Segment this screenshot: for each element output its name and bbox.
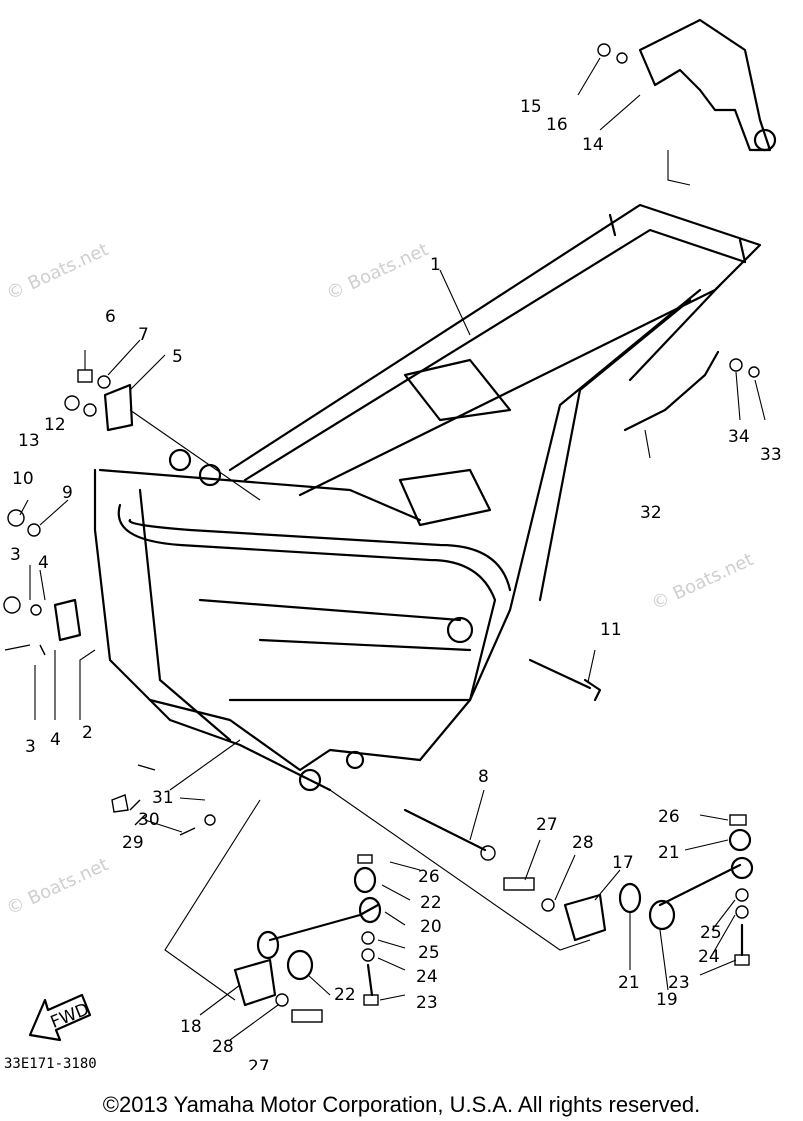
part-label: 12	[44, 415, 66, 435]
part-label: 15	[520, 97, 542, 117]
copyright-notice: ©2013 Yamaha Motor Corporation, U.S.A. A…	[102, 1092, 701, 1117]
leader-lines	[19, 57, 766, 1041]
part-label: 28	[572, 833, 594, 853]
part-label: 3	[25, 737, 36, 757]
part-labels: 1 2 3 3 4 4 5 6 7 8 9 10 11 12 13 14 15 …	[10, 97, 782, 1070]
part-label: 24	[698, 947, 720, 967]
part-label: 13	[18, 431, 40, 451]
part-label: 34	[728, 427, 750, 447]
reference-code: 33E171-3180	[4, 1056, 97, 1070]
part-label: 25	[418, 943, 440, 963]
fwd-arrow: FWD	[28, 993, 92, 1042]
part-label: 22	[420, 893, 442, 913]
part-label: 28	[212, 1037, 234, 1057]
part-label: 16	[546, 115, 568, 135]
part-label: 31	[152, 788, 174, 808]
part-label: 14	[582, 135, 604, 155]
watermark: © Boats.net	[648, 549, 756, 614]
watermark-group: © Boats.net © Boats.net © Boats.net © Bo…	[3, 239, 756, 919]
part-label: 25	[700, 923, 722, 943]
watermark: © Boats.net	[323, 239, 431, 304]
part-label: 17	[612, 853, 634, 873]
hardware	[3, 43, 760, 1023]
part-label: 9	[62, 483, 73, 503]
frame-parts-diagram: © Boats.net © Boats.net © Boats.net © Bo…	[3, 18, 782, 1070]
part-label: 29	[122, 833, 144, 853]
part-label: 3	[10, 545, 21, 565]
part-label: 23	[668, 973, 690, 993]
fwd-label: FWD	[48, 999, 92, 1032]
part-label: 21	[658, 843, 680, 863]
part-label: 21	[618, 973, 640, 993]
part-label: 1	[430, 255, 441, 275]
part-label: 24	[416, 967, 438, 987]
part-label: 2	[82, 723, 93, 743]
main-frame	[93, 203, 762, 792]
part-label: 5	[172, 347, 183, 367]
part-label: 23	[416, 993, 438, 1013]
part-label: 6	[105, 307, 116, 327]
part-label: 27	[536, 815, 558, 835]
part-label: 4	[50, 730, 61, 750]
part-label: 26	[658, 807, 680, 827]
part-label: 33	[760, 445, 782, 465]
part-label: 22	[334, 985, 356, 1005]
part-label: 10	[12, 469, 34, 489]
part-label: 7	[138, 325, 149, 345]
part-label: 32	[640, 503, 662, 523]
watermark: © Boats.net	[3, 239, 111, 304]
part-label: 4	[38, 553, 49, 573]
top-bracket	[638, 18, 777, 186]
part-label: 8	[478, 767, 489, 787]
part-label: 20	[420, 917, 442, 937]
part-label: 19	[656, 990, 678, 1010]
part-label: 18	[180, 1017, 202, 1037]
part-label: 11	[600, 620, 622, 640]
watermark: © Boats.net	[3, 854, 111, 919]
part-label: 30	[138, 810, 160, 830]
part-label: 27	[248, 1057, 270, 1070]
part-label: 26	[418, 867, 440, 887]
